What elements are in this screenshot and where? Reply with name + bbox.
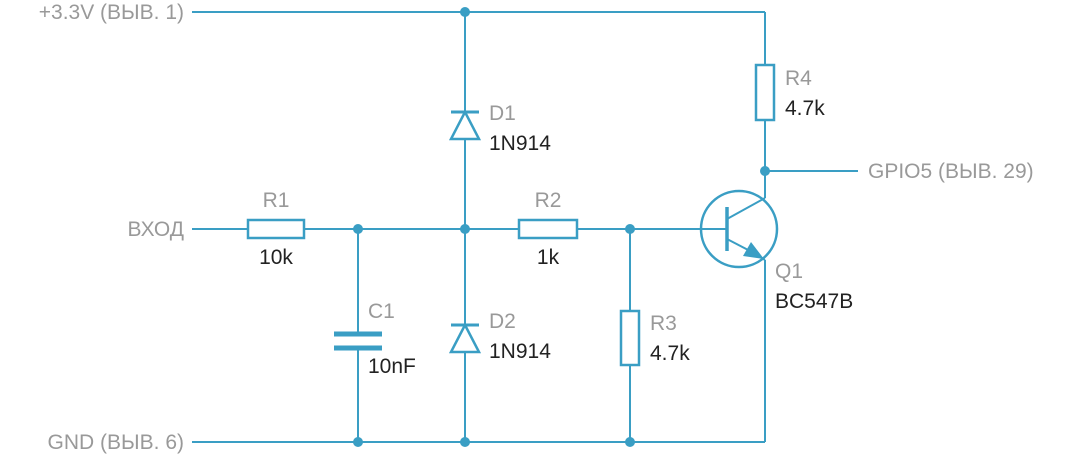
- output-net-label: GPIO5 (ВЫВ. 29): [868, 160, 1034, 183]
- r3-ref-label: R3: [650, 312, 677, 335]
- junction-dot: [460, 224, 470, 234]
- junction-dot: [460, 7, 470, 17]
- resistor-r4-symbol: [754, 63, 776, 122]
- junctions: [353, 7, 770, 447]
- c1-value-label: 10nF: [368, 355, 416, 378]
- resistor-r3-symbol: [619, 309, 641, 367]
- d1-ref-label: D1: [489, 102, 516, 125]
- q1-ref-label: Q1: [775, 260, 803, 283]
- q1-value-label: BC547B: [775, 290, 853, 313]
- r2-value-label: 1k: [537, 246, 560, 269]
- diode-d1-symbol: [448, 109, 482, 141]
- diode-d2-symbol: [448, 322, 482, 354]
- junction-dot: [625, 437, 635, 447]
- transistor-q1-symbol: [699, 189, 779, 269]
- c1-ref-label: C1: [368, 300, 395, 323]
- r2-ref-label: R2: [535, 189, 562, 212]
- input-net-label: ВХОД: [128, 218, 185, 241]
- resistor-r2-symbol: [517, 218, 579, 240]
- d2-ref-label: D2: [489, 310, 516, 333]
- vcc-net-label: +3.3V (ВЫВ. 1): [39, 1, 184, 24]
- junction-dot: [353, 437, 363, 447]
- junction-dot: [625, 224, 635, 234]
- d1-value-label: 1N914: [489, 132, 551, 155]
- r1-value-label: 10k: [259, 246, 293, 269]
- junction-dot: [353, 224, 363, 234]
- gnd-net-label: GND (ВЫВ. 6): [48, 431, 184, 454]
- r3-value-label: 4.7k: [650, 342, 690, 365]
- capacitor-c1-symbol: [334, 331, 382, 351]
- junction-dot: [460, 437, 470, 447]
- d2-value-label: 1N914: [489, 340, 551, 363]
- r4-ref-label: R4: [785, 67, 812, 90]
- junction-dot: [760, 166, 770, 176]
- r4-value-label: 4.7k: [785, 97, 825, 120]
- r1-ref-label: R1: [263, 189, 290, 212]
- resistor-r1-symbol: [246, 218, 306, 240]
